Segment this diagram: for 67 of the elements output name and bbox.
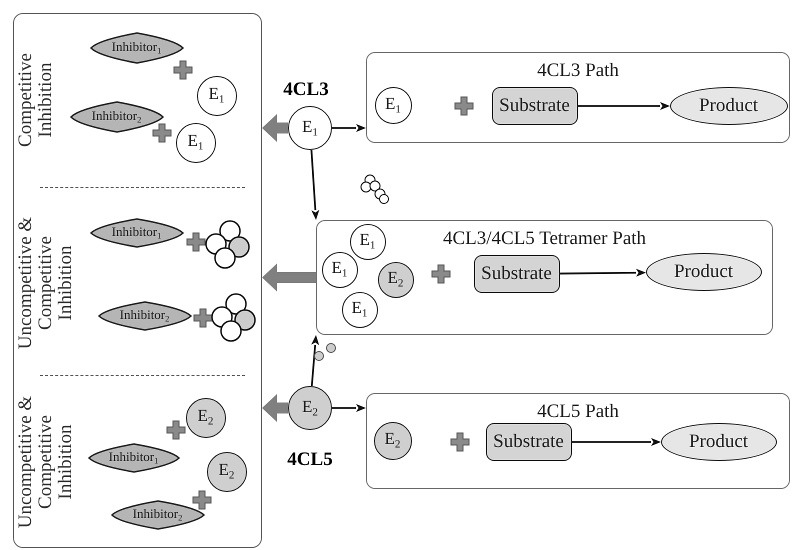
enzyme-circle [342, 292, 378, 328]
node-label: Product [698, 96, 758, 115]
enzyme-circle [374, 422, 412, 460]
node-label: Inhibitor$_{1}$ [112, 225, 162, 240]
substrate-box [486, 422, 572, 460]
node-label: E$_{2}$ [384, 430, 400, 451]
arrow [560, 268, 646, 277]
pathway-box [316, 220, 773, 335]
arrow [578, 102, 670, 110]
enzyme-circle [288, 106, 332, 150]
enzyme-circle [176, 122, 216, 162]
node-label: E$_{1}$ [302, 118, 318, 138]
enzyme-circle [186, 398, 226, 438]
enzyme-circle [374, 86, 412, 124]
node-label: Substrate [499, 96, 570, 115]
block-arrow [262, 264, 316, 292]
enzyme-circle [378, 262, 414, 298]
arrow [310, 150, 320, 220]
block-arrow [262, 394, 288, 422]
inhibitor-diamond [68, 100, 164, 132]
pathway-title: 4CL5 Path [537, 402, 619, 421]
node-label: Inhibitor$_{1}$ [108, 450, 158, 465]
arrow [572, 438, 661, 446]
node-label: E$_{2}$ [198, 407, 214, 428]
pathway-title: 4CL3/4CL5 Tetramer Path [442, 229, 646, 248]
inhibitor-diamond [88, 218, 184, 248]
enzyme-circle [322, 252, 358, 288]
node-label: Inhibitor$_{1}$ [112, 40, 162, 55]
inhibitor-diamond [110, 500, 206, 530]
pathway-title: 4CL3 Path [537, 61, 619, 80]
enzyme-circle [350, 224, 386, 260]
inhibitor-diamond [96, 300, 192, 330]
node-label: E$_{1}$ [385, 94, 401, 116]
node-label: E$_{2}$ [218, 461, 234, 482]
node-label: Inhibitor$_{2}$ [120, 308, 170, 323]
enzyme-name: 4CL3 [283, 79, 329, 101]
node-label: E$_{1}$ [360, 231, 376, 252]
section-title: Uncompetitive & Competitive Inhibition [16, 216, 76, 350]
substrate-box [474, 254, 560, 292]
section-title: Uncompetitive & Competitive Inhibition [16, 394, 76, 530]
inhibitor-diamond [86, 442, 180, 472]
node-label: E$_{1}$ [352, 299, 368, 320]
node-label: E$_{1}$ [188, 132, 204, 153]
inhibitor-diamond [88, 32, 184, 64]
substrate-box [492, 86, 578, 124]
pathway-box [366, 52, 790, 143]
node-label: E$_{2}$ [388, 269, 404, 290]
arrow [310, 335, 320, 386]
node-label: E$_{2}$ [302, 398, 318, 418]
block-arrow [262, 114, 288, 142]
node-label: Product [674, 262, 734, 281]
node-label: E$_{1}$ [332, 259, 348, 280]
enzyme-circle [196, 76, 236, 116]
node-label: Inhibitor$_{2}$ [92, 109, 142, 124]
node-label: Inhibitor$_{2}$ [132, 507, 182, 522]
enzyme-circle [288, 386, 332, 430]
arrow [332, 124, 366, 132]
pathway-box [366, 393, 790, 489]
node-label: Substrate [481, 264, 552, 283]
node-label: Product [688, 432, 748, 451]
section-title: Competitive Inhibition [16, 52, 56, 149]
node-label: Substrate [493, 432, 564, 451]
arrow [332, 404, 366, 412]
product-ellipse [670, 86, 788, 124]
enzyme-circle [206, 452, 246, 492]
enzyme-name: 4CL5 [287, 449, 333, 471]
node-label: E$_{1}$ [208, 85, 224, 106]
